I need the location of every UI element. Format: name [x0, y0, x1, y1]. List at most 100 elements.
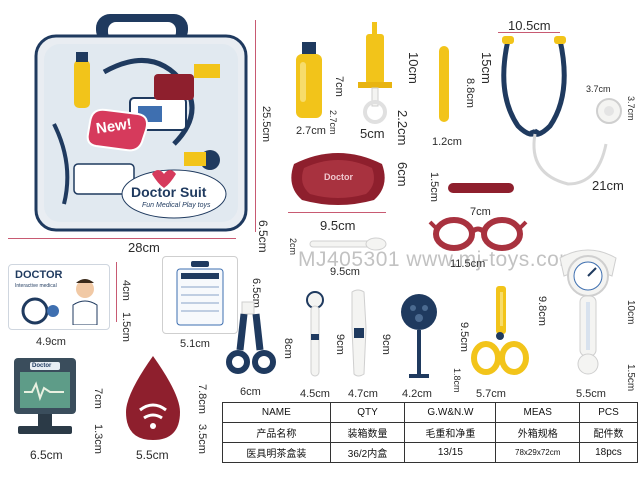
bp-height-label: 9.8cm: [536, 296, 548, 326]
bar-height-label: 1.5cm: [428, 172, 440, 202]
spec-header-pcs: PCS: [578, 402, 639, 423]
monitor-label: Doctor: [32, 363, 52, 369]
chest-piece-icon: [596, 98, 622, 124]
bottle-depth-label: 2.7cm: [328, 110, 338, 135]
cream-width-label: 4.7cm: [348, 388, 378, 400]
spec-value-weight: 13/15: [404, 442, 497, 463]
tray-width-label: 9.5cm: [320, 218, 356, 233]
tray-width-line: [288, 212, 386, 213]
spec-header-row-cn: 产品名称 装箱数量 毛重和净重 外箱规格 配件数: [222, 422, 639, 443]
bp-height2-label: 10cm: [625, 300, 636, 325]
spec-header-pcs-cn: 配件数: [578, 422, 639, 443]
syringe-depth-label: 2.2cm: [395, 110, 410, 146]
clamp-height-label: 8cm: [282, 338, 294, 359]
monitor-width-label: 6.5cm: [30, 448, 63, 462]
mirror-width-label: 4.5cm: [300, 388, 330, 400]
reflex-depth-label: 1.8cm: [452, 368, 462, 393]
badge-illustration: [176, 261, 224, 326]
syringe-height-label: 10cm: [406, 52, 421, 84]
stethoscope-width-label: 10.5cm: [508, 18, 551, 33]
bp-meter-toy: [559, 249, 617, 375]
spec-value-name: 医具明茶盒装: [222, 442, 331, 463]
chest-piece-a-label: 3.7cm: [586, 84, 611, 94]
dental-mirror-toy: [306, 291, 324, 377]
card-height-line: [116, 262, 117, 322]
card-depth-label: 1.5cm: [120, 312, 132, 342]
blood-drop-toy: [126, 356, 180, 440]
syringe-toy: [358, 22, 392, 124]
reflex-width-label: 4.2cm: [402, 388, 432, 400]
small-thermometer-toy: [309, 237, 387, 251]
toy-case: New! Doctor Suit Fun Medical Play toys: [34, 14, 248, 232]
spec-value-meas: 78x29x72cm: [495, 442, 580, 463]
spec-header-name-cn: 产品名称: [222, 422, 331, 443]
doctor-card: DOCTOR Interactive medical: [8, 264, 110, 330]
monitor-toy: [14, 358, 76, 434]
cream-tube-toy: [351, 289, 367, 377]
case-height-label: 25.5cm: [260, 106, 272, 143]
card-stethoscope-icon: [21, 297, 59, 325]
tray-label: Doctor: [324, 172, 353, 182]
case-depth-label: 6.5cm: [256, 220, 270, 253]
reflex-hammer-toy: [401, 294, 437, 378]
clamp-toy: [226, 301, 276, 374]
glasses-toy: [428, 217, 528, 251]
case-tagline: Fun Medical Play toys: [142, 202, 211, 209]
scissors-toy: [471, 286, 529, 375]
spec-value-row: 医具明茶盒装 36/2内盒 13/15 78x29x72cm 18pcs: [222, 442, 639, 463]
clamp-width-label: 6cm: [240, 386, 261, 398]
bar-width-label: 7cm: [470, 206, 491, 218]
stick-width-label: 1.2cm: [432, 136, 462, 148]
bp-width-label: 5.5cm: [576, 388, 606, 400]
watermark-text: MJ405301 www.mj-toys.com: [298, 248, 578, 271]
stethoscope-tube-label: 21cm: [592, 178, 624, 193]
monitor-height-label: 7cm: [92, 388, 104, 409]
stethoscope-toy: [501, 36, 608, 186]
stethoscope-height-label: 15cm: [479, 52, 494, 84]
monitor-depth-label: 1.3cm: [92, 424, 104, 454]
tongue-stick-toy: [439, 46, 449, 122]
card-width-label: 4.9cm: [36, 336, 66, 348]
spec-header-name: NAME: [222, 402, 331, 423]
small-thermometer-height-label: 2cm: [288, 238, 298, 256]
card-subtitle: Interactive medical: [15, 283, 57, 289]
scissors-height-label: 9.5cm: [458, 322, 470, 352]
card-height-label: 4cm: [120, 280, 132, 301]
spec-header-meas-cn: 外箱规格: [495, 422, 580, 443]
spec-header-qty: QTY: [329, 402, 406, 423]
case-width-label: 28cm: [128, 240, 160, 255]
spec-header-qty-cn: 装箱数量: [329, 422, 406, 443]
spec-value-pcs: 18pcs: [578, 442, 639, 463]
badge-width-label: 5.1cm: [180, 338, 210, 350]
bottle-height-label: 7cm: [333, 76, 345, 97]
blood-drop-width-label: 5.5cm: [136, 448, 169, 462]
spec-header-meas: MEAS: [495, 402, 580, 423]
card-title: DOCTOR: [15, 269, 63, 281]
id-badge: [162, 256, 238, 334]
chest-piece-b-label: 3.7cm: [626, 96, 636, 121]
bp-depth-label: 1.5cm: [625, 364, 636, 392]
stick-height-label: 8.8cm: [464, 78, 476, 108]
cream-height-label: 9cm: [380, 334, 392, 355]
scissors-width-label: 5.7cm: [476, 388, 506, 400]
glasses-width-label: 11.5cm: [450, 258, 486, 270]
case-illustration: [34, 14, 248, 232]
case-height-line: [255, 20, 256, 232]
card-doctor-icon: [72, 279, 98, 325]
spec-header-weight: G.W&N.W: [404, 402, 497, 423]
spec-header-row-en: NAME QTY G.W&N.W MEAS PCS: [222, 402, 639, 423]
small-thermometer-width-label: 9.5cm: [330, 266, 360, 278]
bottle-toy: [296, 42, 322, 118]
stethoscope-width-line: [498, 32, 560, 33]
kidney-tray-toy: [291, 153, 385, 205]
spec-value-qty: 36/2内盒: [329, 442, 406, 463]
tray-height-label: 6cm: [395, 162, 410, 187]
case-width-line: [8, 238, 236, 239]
spec-table: NAME QTY G.W&N.W MEAS PCS 产品名称 装箱数量 毛重和净…: [222, 402, 639, 463]
case-brand: Doctor Suit: [131, 184, 207, 200]
spec-header-weight-cn: 毛重和净重: [404, 422, 497, 443]
blood-drop-height-label: 7.8cm: [196, 384, 208, 414]
blood-drop-depth-label: 3.5cm: [196, 424, 208, 454]
bottle-width-label: 2.7cm: [296, 125, 326, 137]
syringe-width-label: 5cm: [360, 126, 385, 141]
